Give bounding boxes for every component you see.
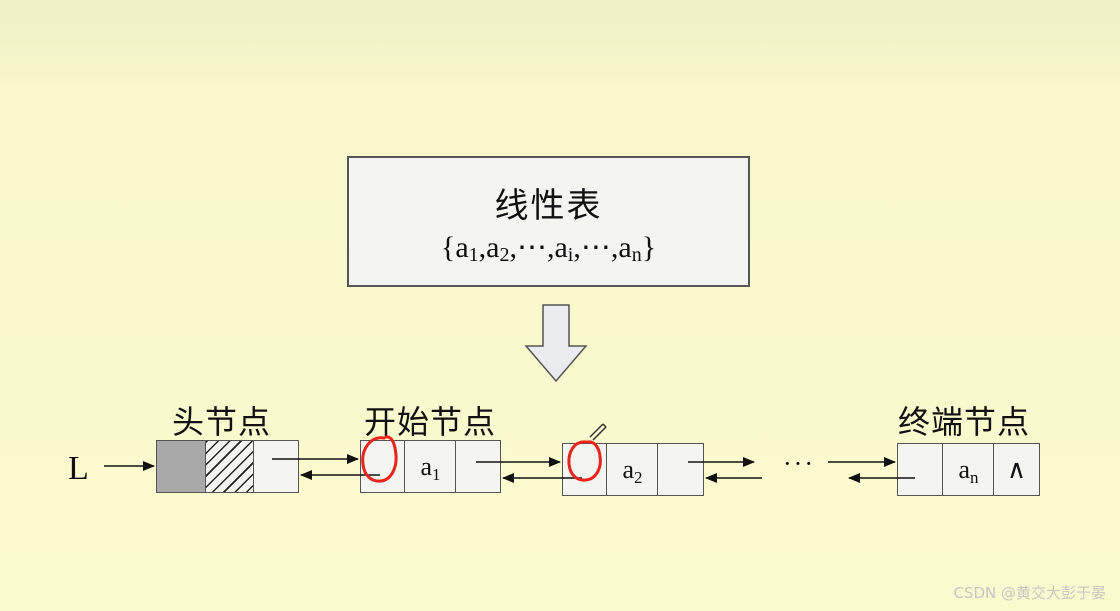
pen-marker-icon [589,423,607,441]
set-item: a2 [486,231,510,266]
head-node-gray-cell [156,440,207,493]
red-annotation-circle-2 [567,440,602,482]
set-close-brace: } [641,231,657,264]
head-node-hatched-cell [205,440,255,493]
set-item: ⋯ [517,231,547,264]
end-node-data-sub: n [970,468,979,487]
null-symbol: ∧ [1006,455,1027,484]
linear-list-title: 线性表 [494,186,603,226]
start-node-next-cell [455,440,501,493]
head-node-next-cell [253,440,299,493]
start-node-data-cell: a1 [404,440,457,493]
set-item-sub: n [631,244,642,266]
set-open-brace: { [440,231,456,264]
set-item: a1 [455,231,479,266]
set-separator: , [610,231,619,264]
set-item-base: ⋯ [580,231,611,264]
end-node-prior-cell [897,443,944,496]
set-separator: , [573,231,581,264]
list-pointer-label: L [68,450,89,487]
set-item: an [618,231,642,266]
set-item-base: a [618,231,632,264]
watermark: CSDN @黄交大彭于晏 [953,584,1106,602]
end-node-data-base: a [958,455,971,484]
head-node-label: 头节点 [172,403,272,441]
set-separator: , [546,231,555,264]
set-item-base: ⋯ [516,231,547,264]
second-node-data-base: a [622,455,635,484]
set-separator: , [509,231,517,264]
set-item-base: a [554,231,568,264]
element-set: {a1,a2,⋯,ai,⋯,an} [349,230,748,267]
set-separator: , [478,231,487,264]
second-node-next-cell [657,443,704,496]
set-item-sub: i [567,244,574,266]
set-item: ai [554,231,574,266]
set-item-sub: 2 [499,244,510,266]
set-items: a1,a2,⋯,ai,⋯,an [455,231,642,266]
start-node-data-sub: 1 [432,465,441,484]
down-arrow-icon [524,304,588,383]
start-node-label: 开始节点 [364,403,497,441]
set-item: ⋯ [581,231,611,264]
end-node-null-cell: ∧ [993,443,1040,496]
set-item-base: a [486,231,500,264]
set-item-base: a [455,231,469,264]
second-node-data-sub: 2 [634,468,643,487]
set-item-sub: 1 [468,244,479,266]
end-node-label: 终端节点 [898,403,1031,441]
start-node-data-base: a [420,452,433,481]
end-node-data-cell: an [942,443,995,496]
ellipsis: ··· [783,449,815,478]
linear-list-box: 线性表 {a1,a2,⋯,ai,⋯,an} [347,156,750,287]
red-annotation-circle-1 [361,435,398,483]
